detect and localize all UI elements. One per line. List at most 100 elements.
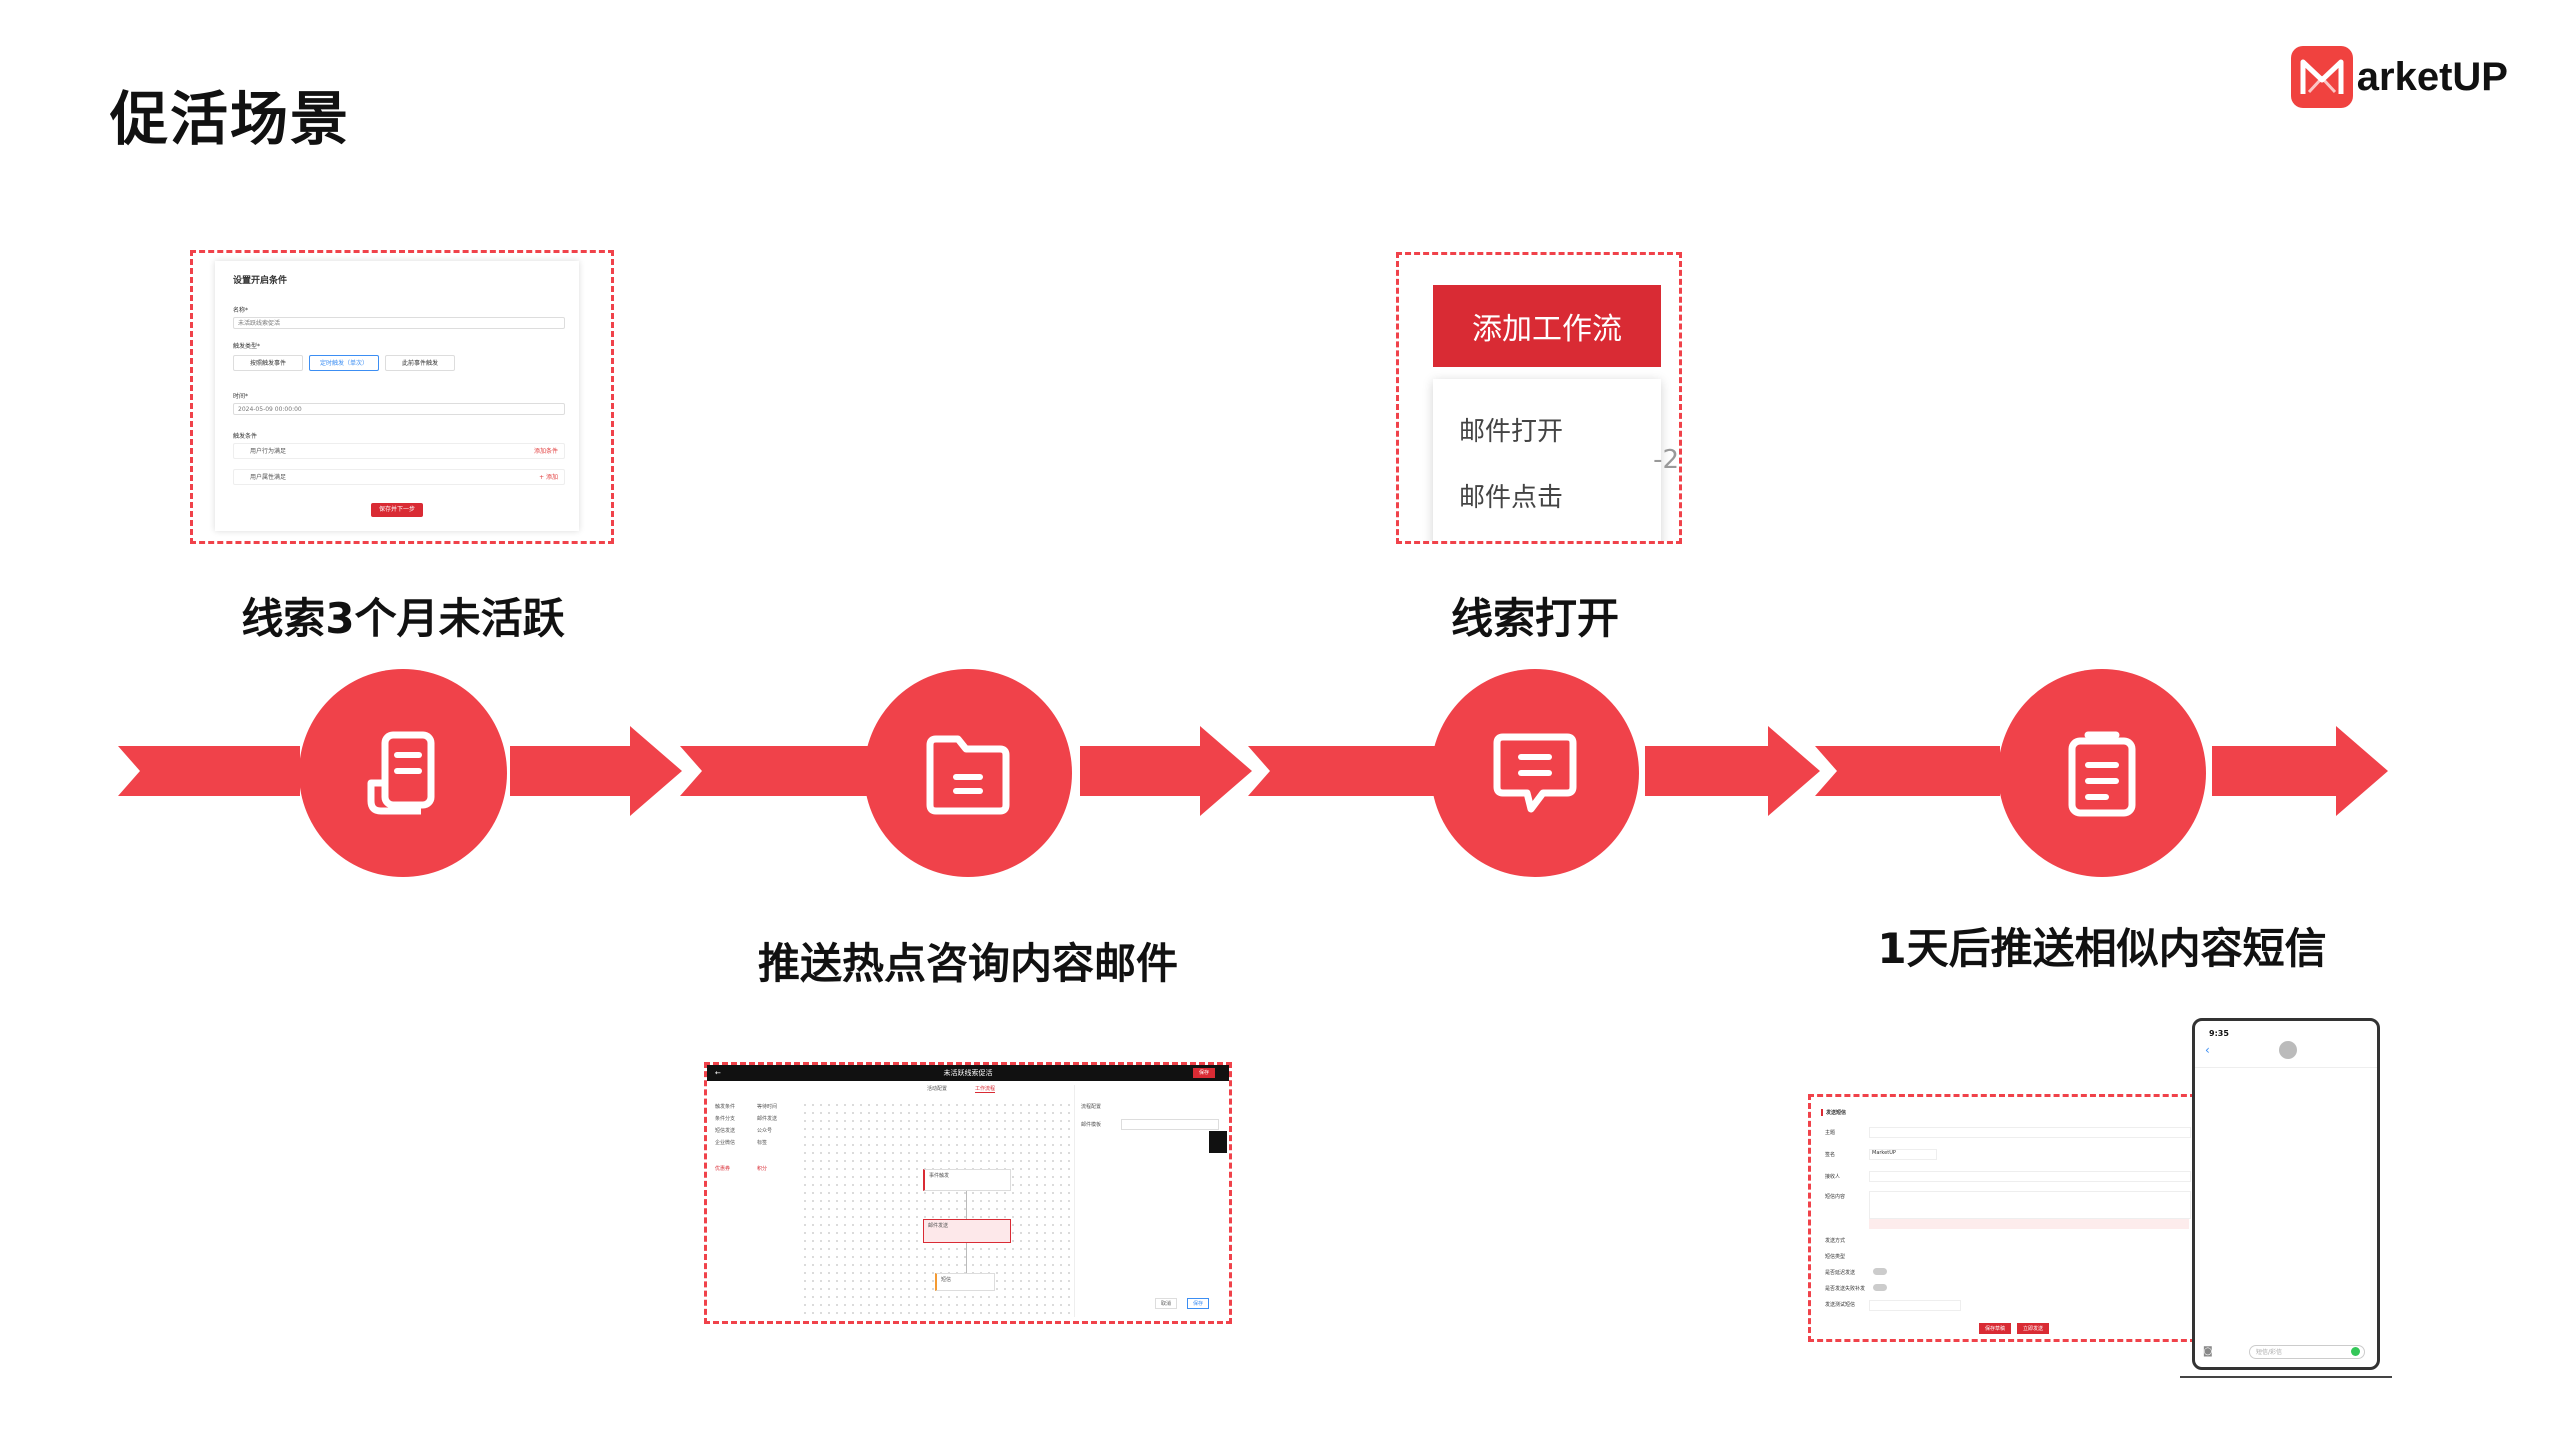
component-item[interactable]: 企业微信	[715, 1140, 736, 1146]
field-label: 是否发送失败补发	[1825, 1286, 1866, 1292]
component-item[interactable]: 等待时间	[757, 1104, 778, 1110]
message-input[interactable]: 短信/彩信	[2249, 1345, 2365, 1359]
resend-toggle[interactable]	[1873, 1284, 1887, 1291]
node-email[interactable]: 邮件发送	[923, 1219, 1011, 1243]
sms-form-title: 发送短信	[1821, 1109, 1846, 1116]
sms-form: 发送短信 主题 签名 MarketUP 接收人 短信内容 发送方式 短信类型 是…	[1815, 1101, 2193, 1335]
step-circle-4	[1998, 669, 2206, 877]
menu-item-email-click[interactable]: 邮件点击	[1459, 483, 1564, 513]
node-trigger[interactable]: 事件触发	[923, 1169, 1011, 1191]
recipient-input[interactable]	[1869, 1171, 2191, 1182]
component-item[interactable]: 邮件发送	[757, 1116, 778, 1122]
back-icon[interactable]: ←	[715, 1069, 721, 1077]
send-icon[interactable]	[2351, 1347, 2360, 1356]
component-item[interactable]: 优惠券	[715, 1166, 731, 1172]
save-button[interactable]: 保存	[1193, 1068, 1215, 1078]
component-item[interactable]: 公众号	[757, 1128, 773, 1134]
cancel-button[interactable]: 取消	[1155, 1298, 1178, 1309]
name-input[interactable]: 未活跃线索促活	[233, 317, 565, 329]
thumbnail-workflow-canvas: ← 未活跃线索促活 保存 活动配置 工作流程 触发条件 等待时间 条件分支 邮件…	[704, 1062, 1232, 1324]
notice-bar	[1869, 1219, 2189, 1229]
logo-text: arketUP	[2356, 54, 2508, 99]
thumbnail-sms-form: 发送短信 主题 签名 MarketUP 接收人 短信内容 发送方式 短信类型 是…	[1808, 1094, 2196, 1342]
save-next-button[interactable]: 保存并下一步	[371, 503, 423, 517]
signature-select[interactable]: MarketUP	[1869, 1149, 1937, 1160]
component-sidebar: 触发条件 等待时间 条件分支 邮件发送 短信发送 公众号 企业微信 标签 优惠券…	[711, 1085, 799, 1317]
template-select[interactable]	[1121, 1119, 1219, 1130]
step-circle-2	[864, 669, 1072, 877]
canvas-header: ← 未活跃线索促活 保存	[707, 1065, 1229, 1081]
step-label-1: 线索3个月未活跃	[241, 594, 565, 643]
contact-avatar	[2279, 1041, 2297, 1059]
save-draft-button[interactable]: 保存草稿	[1979, 1323, 2012, 1334]
tab-config[interactable]: 活动配置	[927, 1086, 948, 1092]
component-item[interactable]: 短信发送	[715, 1128, 736, 1134]
component-item[interactable]: 标签	[757, 1140, 768, 1146]
row-text: 用户属性满足	[250, 474, 287, 481]
arrow-segment-2b	[1080, 726, 1252, 816]
subject-input[interactable]	[1869, 1127, 2191, 1138]
folder-icon	[926, 735, 1010, 815]
step-circle-1	[299, 669, 507, 877]
component-item[interactable]: 积分	[757, 1166, 768, 1172]
save-config-button[interactable]: 保存	[1187, 1298, 1210, 1309]
side-toggle-icon[interactable]	[1209, 1131, 1227, 1153]
workflow-menu: 邮件打开 邮件点击	[1433, 379, 1661, 541]
add-condition-link[interactable]: 添加条件	[533, 448, 558, 455]
canvas-title: 未活跃线索促活	[943, 1069, 993, 1077]
add-workflow-button[interactable]: 添加工作流	[1433, 285, 1661, 367]
content-textarea[interactable]	[1869, 1191, 2191, 1219]
step-circle-3	[1431, 669, 1639, 877]
arrow-segment-2a	[680, 746, 870, 796]
phone-mockup: 9:35 ‹ ◙ 短信/彩信	[2192, 1018, 2380, 1370]
camera-icon[interactable]: ◙	[2203, 1346, 2213, 1357]
phone-back-icon[interactable]: ‹	[2205, 1043, 2210, 1057]
condition-label: 触发条件	[233, 433, 258, 440]
step-label-2: 推送热点咨询内容邮件	[757, 939, 1179, 988]
field-label: 短信类型	[1825, 1254, 1846, 1260]
logo-mark-icon	[2290, 46, 2353, 108]
field-label: 签名	[1825, 1152, 1836, 1158]
step-label-4: 1天后推送相似内容短信	[1877, 924, 2327, 973]
thumbnail-add-workflow: 添加工作流 邮件打开 邮件点击 -2	[1396, 252, 1682, 544]
send-now-button[interactable]: 立即发送	[2017, 1323, 2050, 1334]
config-panel: 流程配置 邮件模板 取消 保存	[1074, 1085, 1225, 1317]
connector-line	[966, 1243, 967, 1273]
arrow-segment-4a	[1815, 746, 2000, 796]
arrow-segment-1b	[510, 726, 682, 816]
condition-row-attribute[interactable]: 用户属性满足 + 添加	[233, 469, 565, 485]
delay-toggle[interactable]	[1873, 1268, 1887, 1275]
thumbnail-trigger-form: 设置开启条件 名称* 未活跃线索促活 触发类型* 按照触发事件 定时触发（单次）…	[190, 250, 614, 544]
page-title: 促活场景	[110, 85, 351, 153]
arrow-segment-3a	[1248, 746, 1440, 796]
field-label: 发送测试短信	[1825, 1302, 1856, 1308]
field-label: 主题	[1825, 1130, 1836, 1136]
edge-text: -2	[1653, 445, 1679, 475]
component-item[interactable]: 触发条件	[715, 1104, 736, 1110]
component-item[interactable]: 条件分支	[715, 1116, 736, 1122]
row-text: 用户行为满足	[250, 448, 287, 455]
config-title: 流程配置	[1081, 1104, 1102, 1110]
condition-row-behavior[interactable]: 用户行为满足 添加条件	[233, 443, 565, 459]
menu-item-email-open[interactable]: 邮件打开	[1459, 417, 1564, 447]
step-label-3: 线索打开	[1450, 594, 1620, 643]
tab-workflow[interactable]: 工作流程	[975, 1086, 996, 1093]
option-scheduled[interactable]: 定时触发（单次）	[309, 355, 379, 371]
form-card: 设置开启条件 名称* 未活跃线索促活 触发类型* 按照触发事件 定时触发（单次）…	[215, 261, 579, 531]
type-label: 触发类型*	[233, 343, 261, 350]
option-event[interactable]: 按照触发事件	[233, 355, 303, 371]
arrow-segment-4b	[2212, 726, 2388, 816]
phone-time: 9:35	[2209, 1029, 2229, 1038]
time-input[interactable]: 2024-05-09 00:00:00	[233, 403, 565, 415]
message-icon	[1493, 733, 1577, 813]
field-label: 发送方式	[1825, 1238, 1846, 1244]
document-icon	[367, 731, 435, 815]
marketup-logo: arketUP	[2290, 46, 2508, 108]
node-sms[interactable]: 短信	[935, 1273, 995, 1291]
test-phone-input[interactable]	[1869, 1300, 1961, 1311]
field-label: 短信内容	[1825, 1194, 1846, 1200]
add-link[interactable]: + 添加	[539, 474, 558, 481]
option-previous[interactable]: 此前事件触发	[385, 355, 455, 371]
time-label: 时间*	[233, 393, 249, 400]
